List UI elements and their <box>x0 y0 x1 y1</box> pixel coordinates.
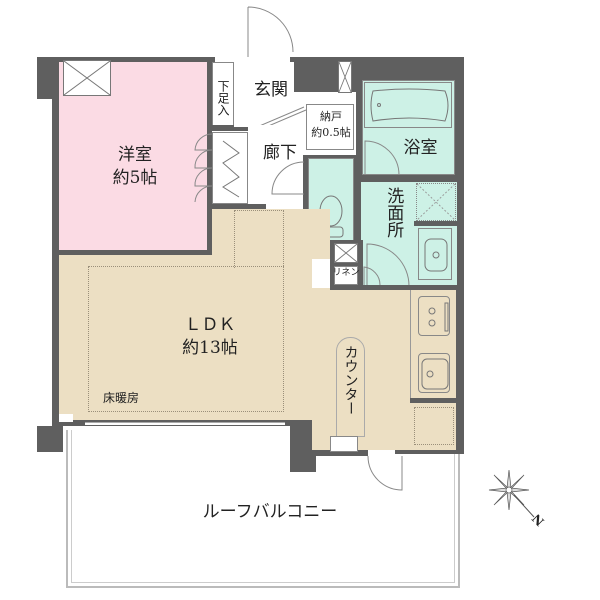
hallway <box>248 125 306 205</box>
entrance <box>234 62 294 127</box>
western-room-top <box>112 62 207 102</box>
western-room-size: 約5帖 <box>112 168 158 188</box>
bathtub-icon <box>364 82 452 128</box>
western-closet <box>212 132 248 204</box>
floor-heating-area <box>88 266 284 412</box>
wall-bottom-kitchen <box>395 448 464 454</box>
wall-niche-left <box>59 414 73 422</box>
ldk <box>59 255 312 420</box>
ldk-size: 約13帖 <box>182 338 238 358</box>
roof-balcony-label: ルーフバルコニー <box>202 502 338 522</box>
roof-balcony-inner-line <box>71 430 455 583</box>
bathroom-door <box>364 140 400 176</box>
wall-hall-bottom <box>212 204 266 209</box>
washroom-label: 洗面所 <box>383 187 404 238</box>
closet-doors <box>194 133 213 203</box>
hallway-label: 廊下 <box>263 143 297 163</box>
bathroom-label: 浴室 <box>403 138 438 158</box>
kitchen-sink-icon <box>418 353 450 393</box>
compass-icon <box>488 469 535 518</box>
wall-shoebox-bottom <box>207 125 257 131</box>
floor-heating-label: 床暖房 <box>102 391 139 405</box>
washroom <box>361 182 457 286</box>
wall-fridge-top <box>410 398 460 403</box>
linen-door <box>363 266 381 286</box>
linen-label: リネン <box>332 268 360 278</box>
roof-balcony <box>66 430 460 588</box>
entrance-label: 玄関 <box>254 80 288 100</box>
wall-top-western <box>110 57 210 62</box>
ldk-name: ＬＤＫ <box>184 315 236 335</box>
closet-box <box>63 60 111 96</box>
counter-label: カウンター <box>342 345 359 415</box>
wall-niche-right <box>330 436 358 452</box>
window-sash <box>85 422 285 425</box>
storage-size: 約0.5帖 <box>311 126 351 139</box>
kitchen-counter-line <box>410 290 411 400</box>
ldk-upper <box>212 209 330 259</box>
wall-bottom-pillar <box>290 420 316 472</box>
storage-name: 納戸 <box>320 110 342 123</box>
balcony-door <box>367 455 403 491</box>
western-room-name: 洋室 <box>118 145 152 165</box>
pipe-shaft-linen <box>334 243 358 263</box>
pipe-shaft-top <box>338 61 352 93</box>
toilet-door <box>271 161 305 195</box>
wall-kitchen-top <box>330 285 460 290</box>
washroom-door <box>366 243 410 287</box>
floor-heating-area-upper <box>234 210 284 268</box>
stove-icon <box>418 296 450 336</box>
vanity-sink-icon <box>418 228 452 280</box>
shoe-box-label: 下足入 <box>216 80 230 116</box>
linen-cupboard <box>334 266 358 285</box>
washing-machine-space <box>416 183 456 221</box>
wall-right-upper <box>356 57 462 82</box>
storage <box>306 104 354 150</box>
wall-left <box>52 57 59 422</box>
wall-vanity-top <box>414 221 459 226</box>
wall-bottom-left-pillar <box>37 426 63 452</box>
wall-western-right <box>207 57 212 267</box>
wall-western-bottom <box>52 250 212 255</box>
fridge-space <box>414 407 454 445</box>
entrance-door <box>247 6 294 57</box>
